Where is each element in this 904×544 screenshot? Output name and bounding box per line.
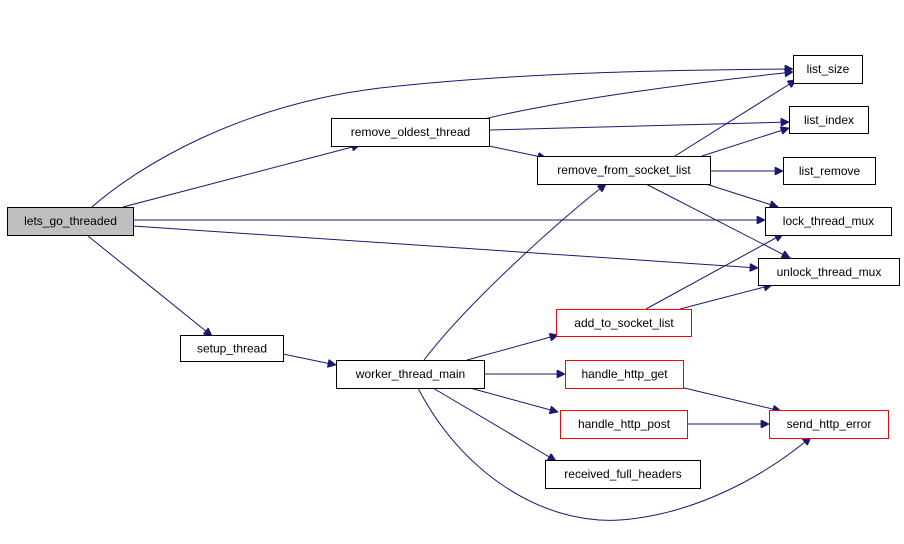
node-label: lock_thread_mux — [783, 214, 874, 228]
node-label: handle_http_get — [581, 367, 668, 381]
node-label: list_remove — [799, 164, 861, 178]
edge-setup-thread-to-worker-thread-main — [282, 353, 336, 365]
edge-remove-from-socket-list-to-unlock-thread-mux — [645, 183, 790, 259]
node-label: handle_http_post — [578, 417, 671, 431]
node-worker-thread-main[interactable]: worker_thread_main — [336, 360, 485, 389]
node-label: setup_thread — [197, 342, 267, 356]
edge-remove-from-socket-list-to-list-index — [701, 128, 789, 157]
edge-remove-oldest-thread-to-list-index — [488, 122, 789, 131]
node-lock-thread-mux[interactable]: lock_thread_mux — [765, 207, 892, 236]
edge-lets-go-threaded-to-setup-thread — [87, 235, 212, 336]
node-list-remove[interactable]: list_remove — [783, 157, 876, 185]
node-label: unlock_thread_mux — [777, 265, 882, 279]
edge-lets-go-threaded-to-list-size — [91, 69, 793, 208]
node-label: list_size — [807, 62, 850, 76]
edge-worker-thread-main-to-send-http-error — [417, 387, 811, 521]
edge-remove-oldest-thread-to-list-size — [479, 72, 793, 121]
edge-add-to-socket-list-to-unlock-thread-mux — [679, 285, 772, 310]
node-label: remove_oldest_thread — [351, 125, 470, 139]
edge-remove-from-socket-list-to-lock-thread-mux — [705, 183, 778, 207]
edge-worker-thread-main-to-received-full-headers — [432, 387, 556, 461]
node-label: remove_from_socket_list — [557, 163, 691, 177]
edge-worker-thread-main-to-remove-from-socket-list — [423, 184, 606, 361]
node-add-to-socket-list[interactable]: add_to_socket_list — [556, 309, 692, 337]
node-label: list_index — [804, 113, 854, 127]
call-graph-nodes: lets_go_threaded remove_oldest_thread se… — [7, 55, 900, 489]
node-received-full-headers[interactable]: received_full_headers — [545, 460, 701, 489]
edge-remove-oldest-thread-to-remove-from-socket-list — [488, 145, 546, 158]
node-label: send_http_error — [787, 417, 872, 431]
edge-add-to-socket-list-to-lock-thread-mux — [645, 233, 783, 310]
node-label: lets_go_threaded — [24, 214, 117, 228]
node-list-index[interactable]: list_index — [789, 106, 869, 134]
node-handle-http-get[interactable]: handle_http_get — [565, 360, 684, 389]
edge-remove-from-socket-list-to-list-size — [674, 80, 796, 157]
node-label: received_full_headers — [564, 467, 681, 481]
edge-lets-go-threaded-to-remove-oldest-thread — [122, 145, 360, 208]
edge-lets-go-threaded-to-unlock-thread-mux — [132, 225, 758, 268]
node-list-size[interactable]: list_size — [793, 55, 863, 84]
node-remove-from-socket-list[interactable]: remove_from_socket_list — [537, 156, 711, 185]
node-label: worker_thread_main — [355, 367, 465, 381]
node-remove-oldest-thread[interactable]: remove_oldest_thread — [331, 118, 490, 147]
call-edges — [87, 69, 811, 521]
node-lets-go-threaded[interactable]: lets_go_threaded — [7, 207, 134, 236]
edge-worker-thread-main-to-handle-http-post — [469, 387, 558, 412]
node-setup-thread[interactable]: setup_thread — [180, 335, 284, 362]
edge-handle-http-get-to-send-http-error — [679, 386, 781, 411]
node-unlock-thread-mux[interactable]: unlock_thread_mux — [758, 258, 900, 286]
node-label: add_to_socket_list — [574, 316, 674, 330]
node-send-http-error[interactable]: send_http_error — [769, 410, 889, 439]
node-handle-http-post[interactable]: handle_http_post — [560, 410, 688, 439]
edge-worker-thread-main-to-add-to-socket-list — [466, 335, 558, 361]
